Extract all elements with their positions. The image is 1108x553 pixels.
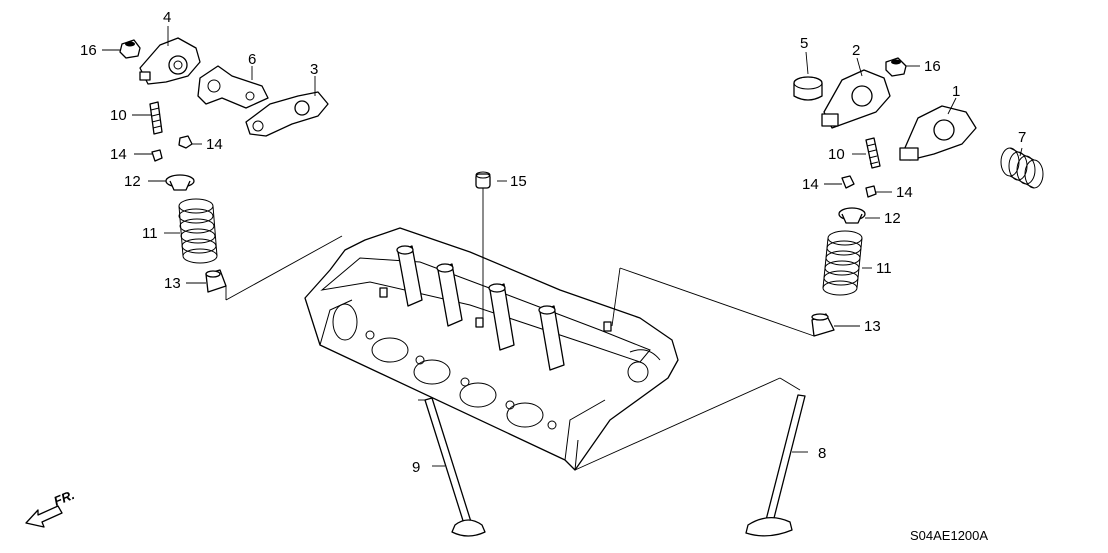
leader-lines: [102, 26, 1023, 471]
callout-10-right: 10: [828, 146, 845, 163]
valve-8: [745, 394, 806, 537]
callout-12-left: 12: [124, 173, 141, 190]
callout-3: 3: [310, 61, 318, 78]
callout-5: 5: [800, 35, 808, 52]
callout-7: 7: [1018, 129, 1026, 146]
rocker-bracket-6: [197, 65, 269, 109]
valve-spring-11-right: [822, 230, 863, 296]
collar-5: [793, 76, 823, 101]
adjust-screw-10-left: [149, 101, 163, 135]
callout-9: 9: [412, 459, 420, 476]
nut-16-right: [885, 57, 907, 77]
spring-7: [1000, 147, 1044, 189]
rocker-arm-3: [245, 91, 329, 137]
front-arrow-icon: [25, 505, 63, 528]
locknut-14-right-a: [841, 175, 855, 189]
rocker-arm-4: [139, 37, 201, 85]
callout-13-right: 13: [864, 318, 881, 335]
callout-14-left-a: 14: [206, 136, 223, 153]
spring-retainer-12-left: [165, 174, 195, 191]
spring-retainer-12-right: [838, 207, 866, 224]
nut-16-left: [119, 39, 141, 59]
rocker-arm-2: [821, 69, 891, 129]
front-direction-indicator: FR.: [25, 487, 77, 528]
callout-10-left: 10: [110, 107, 127, 124]
callout-15: 15: [510, 173, 527, 190]
diagram-code: S04AE1200A: [910, 528, 988, 543]
locknut-14-left-a: [178, 135, 193, 149]
valve-spring-11-left: [178, 198, 218, 264]
callout-2: 2: [852, 42, 860, 59]
callout-13-left: 13: [164, 275, 181, 292]
callout-11-left: 11: [142, 225, 158, 242]
callout-8: 8: [818, 445, 826, 462]
plug-15: [475, 171, 491, 189]
cotter-14-left-b: [151, 149, 163, 162]
callout-16-left: 16: [80, 42, 97, 59]
callout-14-right-b: 14: [896, 184, 913, 201]
valve-seal-13-right: [811, 313, 835, 337]
cylinder-head: [304, 227, 679, 471]
callout-6: 6: [248, 51, 256, 68]
callout-labels: 16 4 6 3 10 14 14 12 11 13 15 5 2 16 1 7…: [80, 9, 1026, 476]
callout-11-right: 11: [876, 260, 892, 277]
cotter-14-right-b: [865, 185, 877, 198]
valve-seal-13-left: [205, 269, 227, 293]
rocker-arm-1: [899, 105, 977, 161]
callout-1: 1: [952, 83, 960, 100]
callout-16-right: 16: [924, 58, 941, 75]
callout-12-right: 12: [884, 210, 901, 227]
callout-14-right-a: 14: [802, 176, 819, 193]
callout-4: 4: [163, 9, 171, 26]
callout-14-left-b: 14: [110, 146, 127, 163]
adjust-screw-10-right: [865, 137, 881, 169]
valve-9: [424, 397, 486, 537]
front-label: FR.: [52, 487, 77, 509]
